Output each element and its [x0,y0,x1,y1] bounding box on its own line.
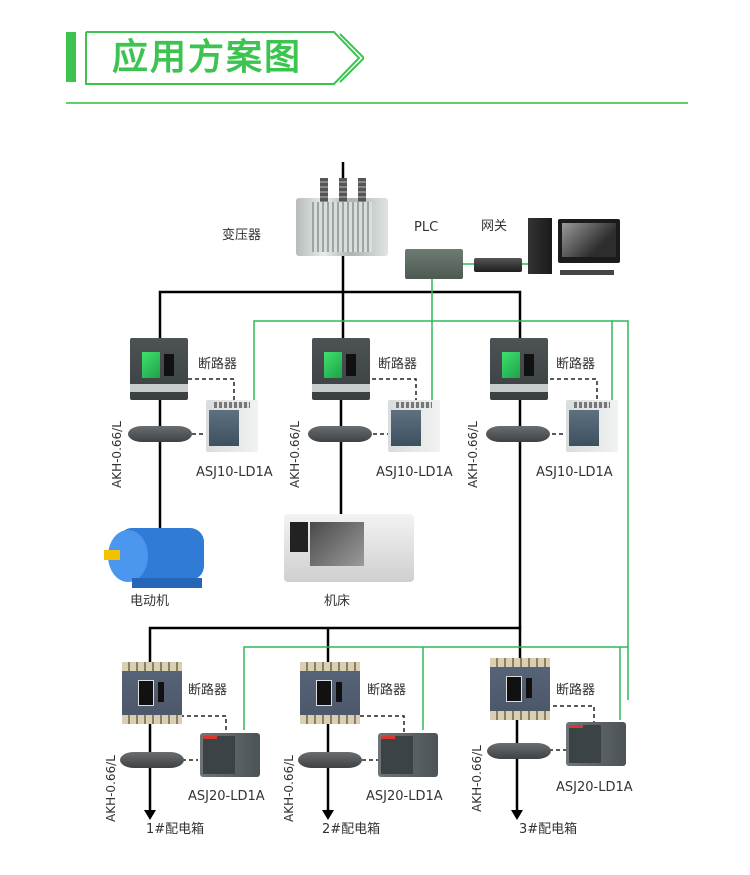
load-label: 机床 [324,594,351,609]
lower-bus [148,626,522,662]
breaker-icon [122,662,182,724]
comm-riser [612,320,629,700]
monitor-label: ASJ20-LD1A [188,789,265,804]
breaker-icon [490,658,550,720]
transformer-icon [296,198,388,256]
arrow-1 [144,810,156,820]
current-transformer-icon [486,426,550,442]
gateway-label: 网关 [481,219,508,234]
header-divider [66,102,688,104]
breaker-icon [312,338,370,400]
breaker-label: 断路器 [188,683,228,698]
breaker-icon [490,338,548,400]
ct-label: AKH-0.66/L [466,421,480,488]
load-label: 2#配电箱 [322,822,381,837]
ct-label: AKH-0.66/L [288,421,302,488]
load-label: 电动机 [130,594,170,609]
load-label: 1#配电箱 [146,822,205,837]
header-accent-bar [66,32,76,82]
arrow-3 [511,810,523,820]
current-transformer-icon [298,752,362,768]
breaker-label: 断路器 [198,357,238,372]
transformer-label: 变压器 [222,228,262,243]
monitor-label: ASJ20-LD1A [556,780,633,795]
breaker-label: 断路器 [367,683,407,698]
gateway-icon [474,258,522,272]
header-arrow-frame [85,31,364,85]
breaker-icon [130,338,188,400]
monitor-label: ASJ10-LD1A [536,465,613,480]
signal-lines [180,378,598,761]
lower-comm-bus [243,646,628,730]
breaker-icon [300,662,360,724]
computer-monitor-icon [558,219,620,263]
lathe-icon [284,514,414,582]
computer-tower-icon [528,218,552,274]
ct-label: AKH-0.66/L [104,755,118,822]
monitor-label: ASJ20-LD1A [366,789,443,804]
asj10-monitor-icon [566,400,618,452]
arrow-2 [322,810,334,820]
plc-label: PLC [414,220,439,235]
current-transformer-icon [128,426,192,442]
power-lines [148,162,522,812]
arrowheads [144,810,523,820]
main-bus [158,290,522,338]
bushing-icon [320,178,328,202]
keyboard-icon [560,270,614,275]
asj20-monitor-icon [566,722,626,766]
asj20-monitor-icon [200,733,260,777]
current-transformer-icon [120,752,184,768]
asj10-monitor-icon [388,400,440,452]
load-label: 3#配电箱 [519,822,578,837]
monitor-label: ASJ10-LD1A [196,465,273,480]
breaker-label: 断路器 [378,357,418,372]
comm-lines [243,263,629,730]
breaker-label: 断路器 [556,683,596,698]
ct-label: AKH-0.66/L [282,755,296,822]
asj20-monitor-icon [378,733,438,777]
motor-icon [104,528,204,588]
monitor-label: ASJ10-LD1A [376,465,453,480]
ct-label: AKH-0.66/L [470,745,484,812]
page-title: 应用方案图 [112,37,303,78]
upper-comm-bus [253,320,613,404]
bushing-icon [339,178,347,202]
bushing-icon [358,178,366,202]
asj10-monitor-icon [206,400,258,452]
current-transformer-icon [487,743,551,759]
breaker-label: 断路器 [556,357,596,372]
current-transformer-icon [308,426,372,442]
plc-icon [405,249,463,279]
ct-label: AKH-0.66/L [110,421,124,488]
